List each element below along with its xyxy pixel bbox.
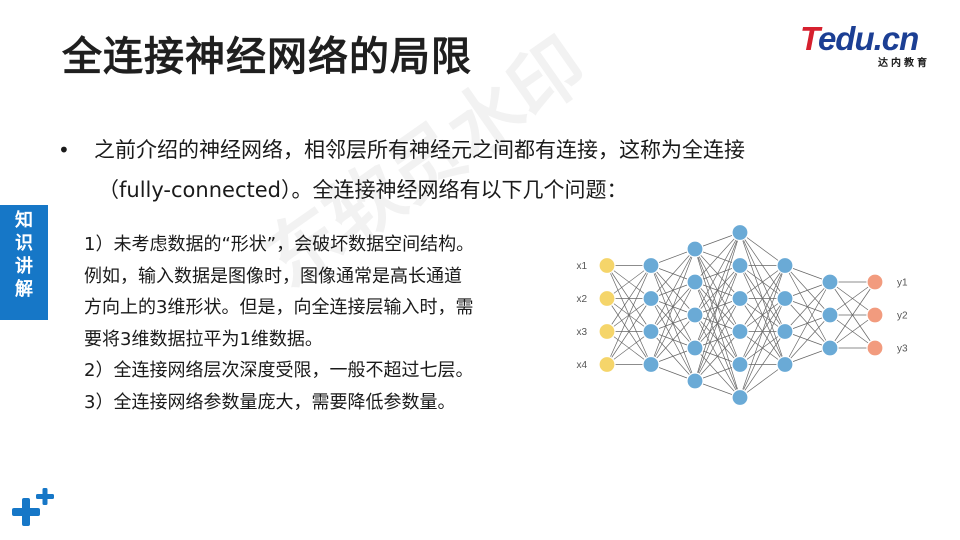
connection-edge (606, 298, 652, 365)
connection-edge (650, 248, 696, 365)
connection-edge (739, 298, 786, 398)
connection-edge (606, 331, 652, 365)
connection-edge (739, 232, 786, 266)
hidden-node (642, 256, 660, 275)
neural-network-diagram: x1 x2 x3 x4 y1 y2 y3 (576, 223, 908, 407)
connection-edge (650, 248, 696, 299)
side-tab-char: 识 (15, 233, 33, 254)
input-label: x4 (576, 360, 587, 371)
hidden-node (821, 339, 839, 357)
hidden-node (642, 289, 660, 308)
problem-line: 要将3维数据拉平为1维数据。 (84, 328, 323, 350)
intro-paragraph: 之前介绍的神经网络，相邻层所有神经元之间都有连接，这称为全连接 （fully-c… (94, 130, 745, 210)
side-tab-knowledge: 知 识 讲 解 (0, 205, 48, 320)
connection-edge (829, 281, 876, 316)
connection-edge (784, 314, 831, 365)
side-tab-char: 讲 (15, 256, 33, 277)
hidden-node (686, 240, 704, 258)
connection-edge (739, 265, 786, 332)
intro-line: （fully-connected）。全连接神经网络有以下几个问题： (98, 178, 628, 202)
plus-icon (12, 488, 54, 526)
intro-line: 之前介绍的神经网络，相邻层所有神经元之间都有连接，这称为全连接 (94, 138, 745, 162)
output-label: y1 (897, 278, 908, 289)
connection-edge (694, 232, 741, 349)
input-node (598, 289, 616, 308)
hidden-node (821, 273, 839, 291)
connection-edge (739, 265, 786, 398)
connection-edge (784, 281, 831, 365)
connection-edge (739, 331, 786, 398)
side-tab-char: 知 (15, 210, 33, 231)
hidden-node (686, 306, 704, 324)
problem-list: 1）未考虑数据的“形状”，会破坏数据空间结构。 例如，输入数据是图像时，图像通常… (84, 229, 474, 418)
logo-subtitle: 达内教育 (878, 58, 930, 69)
connection-edge (829, 314, 876, 349)
problem-line: 3）全连接网络参数量庞大，需要降低参数量。 (84, 391, 456, 413)
input-label: x2 (576, 294, 587, 305)
connection-edge (694, 331, 741, 382)
hidden-node (731, 289, 749, 308)
bullet-dot: • (58, 138, 70, 162)
connection-edge (739, 265, 786, 365)
output-node (866, 339, 884, 357)
hidden-node (686, 372, 704, 390)
slide-title: 全连接神经网络的局限 (62, 34, 472, 80)
hidden-node (731, 355, 749, 374)
connection-edge (606, 265, 652, 365)
hidden-node (731, 223, 749, 242)
tedu-logo: Tedu.cn 达内教育 (800, 20, 936, 69)
hidden-node (776, 355, 794, 374)
connection-edge (650, 314, 696, 365)
hidden-node (731, 256, 749, 275)
hidden-node (821, 306, 839, 324)
connection-edge (694, 232, 741, 382)
hidden-node (731, 388, 749, 407)
output-label: y2 (897, 311, 908, 322)
input-node (598, 355, 616, 374)
connection-edge (650, 281, 696, 365)
hidden-node (776, 322, 794, 341)
problem-line: 方向上的3维形状。但是，向全连接层输入时，需 (84, 297, 474, 318)
input-node (598, 322, 616, 341)
hidden-node (731, 322, 749, 341)
input-label: x3 (576, 327, 587, 338)
problem-line: 例如，输入数据是图像时，图像通常是高长通道 (84, 265, 462, 287)
input-label: x1 (576, 261, 587, 272)
connection-edge (606, 265, 652, 299)
connection-edge (739, 364, 786, 398)
connection-edge (694, 298, 741, 382)
connection-edge (694, 232, 741, 316)
side-tab-char: 解 (15, 279, 33, 300)
hidden-node (776, 289, 794, 308)
hidden-node (776, 256, 794, 275)
output-node (866, 306, 884, 324)
output-label: y3 (897, 344, 908, 355)
connection-edge (694, 232, 741, 283)
logo-wordmark: Tedu.cn (800, 20, 919, 57)
hidden-node (686, 273, 704, 291)
output-node (866, 273, 884, 291)
problem-line: 2）全连接网络层次深度受限，一般不超过七层。 (84, 360, 474, 381)
connection-edge (606, 265, 652, 332)
hidden-node (642, 355, 660, 374)
hidden-node (686, 339, 704, 357)
connection-edge (694, 265, 741, 382)
connection-edge (829, 281, 876, 349)
connection-edge (650, 248, 696, 332)
hidden-node (642, 322, 660, 341)
connection-edge (739, 265, 786, 299)
input-node (598, 256, 616, 275)
connection-edge (784, 281, 831, 332)
problem-line: 1）未考虑数据的“形状”，会破坏数据空间结构。 (84, 234, 475, 255)
